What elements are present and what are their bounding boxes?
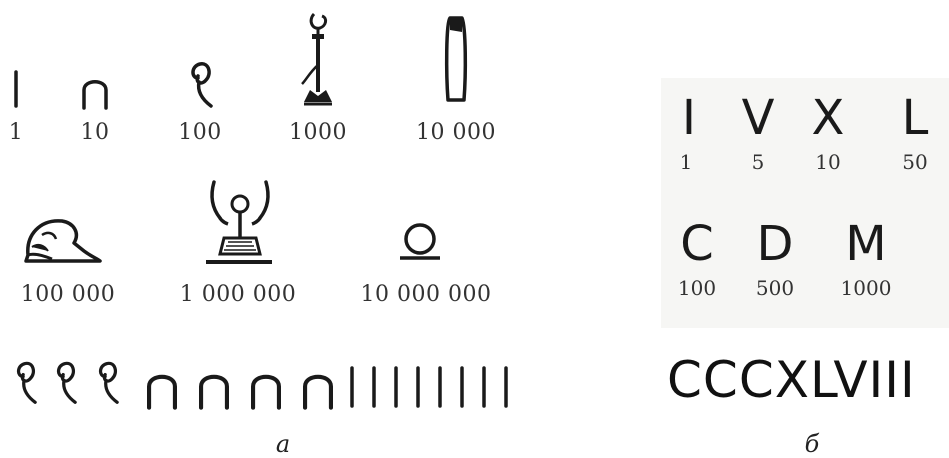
coil-rope-glyph-icon [10, 358, 40, 406]
heel-bone-glyph-icon [248, 370, 284, 410]
sun-ring-glyph-icon [398, 222, 442, 262]
value-100: 100 [178, 120, 222, 145]
value-10000000: 10 000 000 [361, 282, 492, 307]
coil-rope-glyph-icon [92, 358, 122, 406]
stroke-glyph-icon [346, 364, 536, 410]
value-10000: 10 000 [416, 120, 496, 145]
roman-symbol-d: D [757, 220, 794, 268]
caption-a: а [276, 430, 290, 458]
heel-bone-glyph-icon [144, 370, 180, 410]
value-10: 10 [81, 120, 110, 145]
egyptian-example [10, 352, 540, 412]
roman-symbol-l: L [902, 94, 929, 142]
roman-value-1: 1 [680, 150, 693, 174]
coil-rope-glyph-icon [185, 58, 215, 110]
heh-god-glyph-icon [198, 178, 282, 266]
roman-value-5: 5 [752, 150, 765, 174]
egyptian-panel: 1 10 100 1000 10 000 100 000 1 000 000 1… [0, 0, 640, 458]
lotus-glyph-icon [298, 10, 340, 110]
roman-symbol-c: C [680, 220, 714, 268]
roman-symbol-m: M [845, 220, 886, 268]
roman-value-50: 50 [902, 150, 927, 174]
roman-value-100: 100 [678, 276, 716, 300]
caption-b: б [805, 430, 820, 458]
tadpole-glyph-icon [22, 205, 102, 265]
heel-bone-glyph-icon [300, 370, 336, 410]
heel-bone-glyph-icon [80, 76, 110, 110]
value-1000000: 1 000 000 [180, 282, 296, 307]
value-1000: 1000 [289, 120, 347, 145]
value-1: 1 [9, 120, 24, 145]
roman-value-10: 10 [815, 150, 840, 174]
stroke-glyph-icon [10, 70, 22, 110]
roman-symbol-i: I [682, 94, 696, 142]
finger-glyph-icon [440, 14, 470, 106]
roman-value-500: 500 [756, 276, 794, 300]
roman-example: CCCXLVIII [667, 355, 916, 405]
value-100000: 100 000 [21, 282, 115, 307]
roman-symbol-x: X [812, 94, 845, 142]
roman-value-1000: 1000 [841, 276, 892, 300]
roman-symbol-v: V [742, 94, 775, 142]
heel-bone-glyph-icon [196, 370, 232, 410]
coil-rope-glyph-icon [50, 358, 80, 406]
